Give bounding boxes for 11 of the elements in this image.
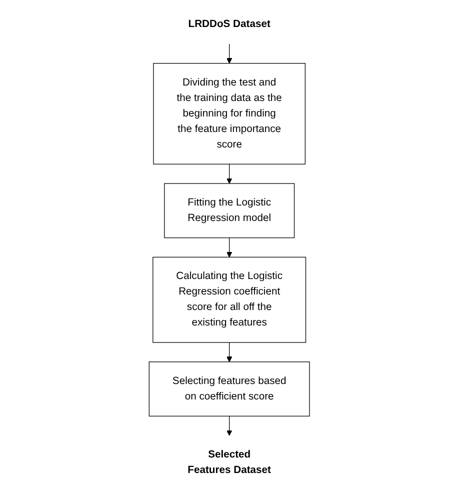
- arrow: [226, 164, 232, 184]
- node-box: Dividing the test and the training data as the beginning for finding the feature importance score: [152, 63, 306, 164]
- arrow: [226, 416, 232, 436]
- node-text: LRDDoS Dataset: [188, 18, 270, 30]
- arrow: [226, 342, 232, 362]
- arrow: [226, 44, 232, 64]
- node-box: Fitting the Logistic Regression model: [164, 183, 294, 238]
- node-box: Selecting features based on coefficient score: [148, 362, 310, 416]
- node-box: Calculating the Logistic Regression coefficient score for all off the existing features: [152, 256, 306, 343]
- node-text: Selected Features Dataset: [187, 449, 271, 476]
- arrow: [226, 237, 232, 258]
